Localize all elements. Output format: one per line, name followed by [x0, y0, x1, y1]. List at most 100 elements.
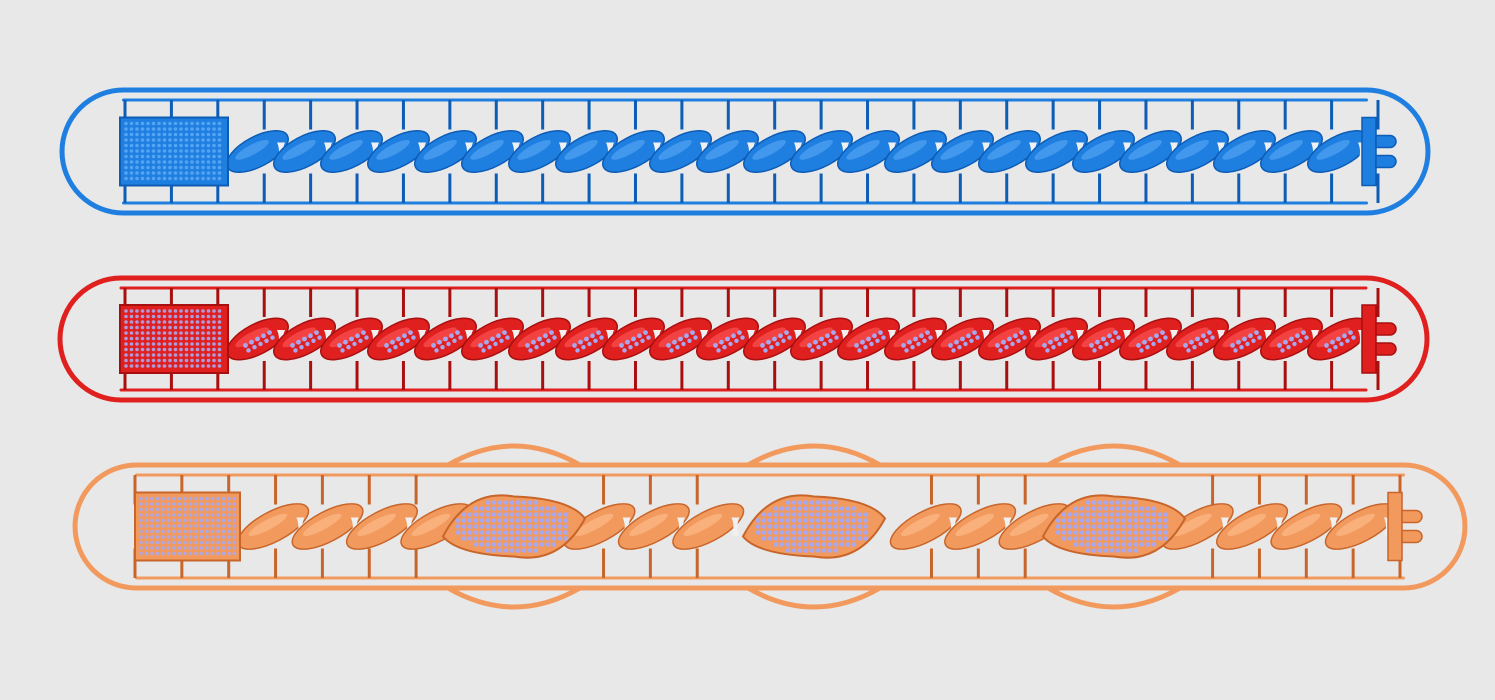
pave-stone: [166, 529, 171, 534]
pave-stone: [162, 154, 167, 159]
pave-stone: [155, 535, 160, 539]
stone: [461, 512, 467, 517]
stone: [355, 333, 360, 339]
stone: [497, 518, 503, 523]
stone: [396, 336, 401, 342]
stone: [809, 518, 815, 523]
stone: [791, 530, 797, 535]
stone: [803, 524, 809, 529]
stone: [797, 530, 803, 535]
pave-stone: [140, 325, 145, 330]
stone: [1109, 542, 1115, 547]
pave-stone: [155, 540, 160, 545]
stone: [521, 548, 527, 553]
stone: [551, 530, 557, 535]
stone: [1133, 518, 1139, 523]
pave-stone: [212, 320, 216, 324]
stone: [809, 506, 815, 511]
stone: [557, 518, 563, 523]
stone: [491, 524, 497, 529]
stone: [833, 530, 839, 535]
link-highlight: [846, 139, 880, 160]
stone: [1127, 530, 1133, 535]
pave-stone: [212, 314, 216, 319]
pave-stone: [199, 507, 204, 512]
stone: [545, 530, 551, 535]
pave-stone: [183, 529, 187, 534]
stone: [521, 506, 527, 511]
pave-stone: [232, 502, 237, 506]
stone: [1121, 548, 1127, 553]
pave-stone: [135, 353, 139, 357]
pave-stone: [206, 121, 211, 126]
stone: [863, 530, 869, 535]
stone: [1151, 524, 1157, 529]
stone: [467, 524, 473, 529]
pave-stone: [157, 364, 161, 368]
stone: [539, 506, 545, 511]
pave-stone: [206, 320, 211, 324]
pave-stone: [205, 535, 209, 539]
stone: [521, 524, 527, 529]
sprue-frame: [72, 443, 1468, 610]
stone: [509, 518, 515, 523]
pave-stone: [144, 518, 149, 523]
pave-stone: [135, 160, 139, 164]
stone: [851, 536, 857, 541]
pave-stone: [179, 331, 183, 335]
stone: [785, 512, 791, 517]
stone: [821, 548, 827, 553]
pave-stone: [124, 127, 128, 131]
pave-stone: [124, 331, 128, 335]
pave-stone: [195, 364, 200, 368]
stone: [473, 536, 479, 541]
link-highlight: [574, 513, 614, 536]
stone: [473, 524, 479, 529]
stone: [467, 530, 473, 535]
pave-stone: [146, 132, 150, 137]
stone: [803, 536, 809, 541]
pave-stone: [188, 540, 193, 545]
pave-stone: [227, 502, 231, 506]
stone: [1127, 524, 1133, 529]
pave-stone: [195, 347, 200, 352]
pave-stone: [195, 160, 200, 164]
pave-stone: [194, 551, 198, 556]
pave-stone: [217, 165, 222, 170]
pave-stone: [150, 551, 154, 556]
stone: [1286, 345, 1291, 350]
stone: [509, 506, 515, 511]
link-highlight: [1222, 327, 1256, 348]
stone: [716, 348, 721, 353]
pave-stone: [190, 132, 194, 137]
pave-stone: [190, 353, 194, 357]
pave-stone: [177, 535, 182, 539]
stone: [539, 512, 545, 517]
stone: [839, 518, 845, 523]
stone: [803, 500, 809, 505]
pave-stone: [168, 171, 172, 175]
stone: [246, 348, 251, 353]
stone: [1345, 338, 1350, 343]
link-highlight: [1081, 139, 1115, 160]
pave-stone: [172, 496, 176, 501]
stone: [485, 536, 491, 541]
stone: [797, 524, 803, 529]
stone: [1104, 341, 1109, 347]
stone: [1121, 500, 1127, 505]
stone: [1091, 506, 1097, 511]
pave-stone: [146, 320, 150, 324]
stone: [478, 343, 483, 348]
frame-bottom-bulge: [745, 585, 883, 610]
stone: [533, 512, 539, 517]
stone: [815, 536, 821, 541]
pave-stone: [206, 165, 211, 170]
stone: [521, 512, 527, 517]
stone: [737, 330, 742, 335]
pave-stone: [179, 154, 183, 159]
stone: [539, 536, 545, 541]
pave-stone: [162, 143, 167, 148]
stone: [773, 536, 779, 541]
pave-stone: [194, 507, 198, 512]
